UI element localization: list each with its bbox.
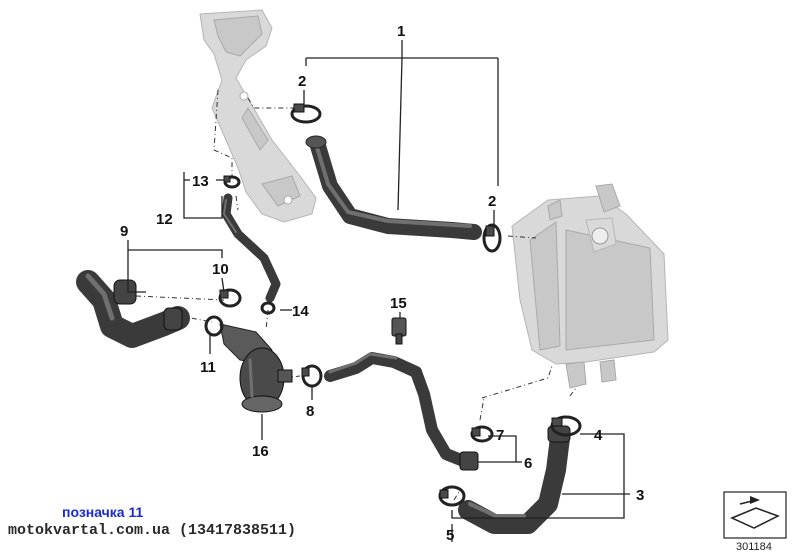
hose-part-1 <box>305 135 482 240</box>
callout-2-upper: 2 <box>298 73 306 90</box>
clamp-part-13 <box>223 175 241 189</box>
hose-part-12 <box>221 193 281 303</box>
clamp-part-7 <box>470 425 494 443</box>
clamp-part-11 <box>204 315 224 337</box>
clamp-part-4 <box>550 415 582 437</box>
orientation-icon <box>723 491 787 539</box>
watermark-site: motokvartal.com.ua (13417838511) <box>8 522 297 539</box>
radiator-ghost <box>511 183 669 389</box>
callout-13: 13 <box>192 173 209 190</box>
callout-1: 1 <box>397 23 405 40</box>
callout-2-lower: 2 <box>488 193 496 210</box>
clamp-part-10 <box>218 288 242 308</box>
callout-7: 7 <box>496 427 504 444</box>
callout-3: 3 <box>636 487 644 504</box>
callout-6: 6 <box>524 455 532 472</box>
frame-bracket-ghost <box>199 9 317 223</box>
reference-number: 301184 <box>736 541 772 553</box>
clamp-part-14 <box>260 301 276 315</box>
callout-5: 5 <box>446 527 454 544</box>
clamp-part-2-upper <box>290 103 322 124</box>
hose-part-9 <box>76 270 190 348</box>
callout-8: 8 <box>306 403 314 420</box>
leader-lines <box>127 40 630 542</box>
clamp-part-8 <box>301 364 323 388</box>
clamp-part-5 <box>438 485 466 507</box>
filter-body-part-16 <box>219 323 293 413</box>
sensor-part-15 <box>391 317 407 345</box>
callout-15: 15 <box>390 295 407 312</box>
assembly-lines <box>135 89 577 501</box>
callout-14: 14 <box>292 303 309 320</box>
watermark-label: позначка 11 <box>62 504 144 520</box>
callout-4: 4 <box>594 427 603 444</box>
callout-11: 11 <box>200 359 216 376</box>
callout-10: 10 <box>212 261 229 278</box>
clamp-part-2-lower <box>482 223 502 253</box>
callout-12: 12 <box>156 211 173 228</box>
callout-16: 16 <box>252 443 269 460</box>
callout-9: 9 <box>120 223 128 240</box>
hose-part-6 <box>324 352 479 471</box>
